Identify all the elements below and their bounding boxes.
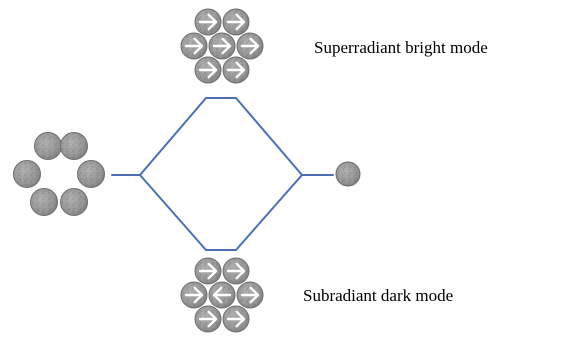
arrow-right-icon [198,61,218,79]
particle-disk [13,160,41,188]
particle-disk [194,8,222,36]
particle-disk [222,8,250,36]
lower-right-line [235,174,303,251]
particle-disk [180,32,208,60]
arrow-right-icon [240,37,260,55]
arrow-right-icon [240,286,260,304]
arrow-right-icon [212,37,232,55]
upper-right-line [235,97,303,176]
energy-level-connectors [111,97,334,251]
particle-disk [77,160,105,188]
arrow-right-icon [226,310,246,328]
particle-disk [180,281,208,309]
arrow-right-icon [226,262,246,280]
dark-mode-cluster [180,257,264,333]
arrow-right-icon [226,13,246,31]
monomer-particle [335,161,361,187]
arrow-right-icon [198,13,218,31]
dark-mode-label: Subradiant dark mode [303,286,454,305]
lower-left-line [139,174,207,251]
particle-disk [208,32,236,60]
particle-disk [30,188,58,216]
arrow-right-icon [226,61,246,79]
particle-disk [335,161,361,187]
hexamer-cluster [13,132,105,216]
particle-disk [194,56,222,84]
particle-disk [60,188,88,216]
particle-disk [236,281,264,309]
particle-disk [194,257,222,285]
particle-clusters [13,8,361,333]
arrow-right-icon [198,262,218,280]
bright-mode-cluster [180,8,264,84]
particle-disk [34,132,62,160]
upper-left-line [139,97,207,176]
arrow-right-icon [184,286,204,304]
particle-disk [60,132,88,160]
bright-mode-label: Superradiant bright mode [314,38,488,57]
arrow-right-icon [184,37,204,55]
arrow-right-icon [198,310,218,328]
particle-disk [194,305,222,333]
particle-disk [222,305,250,333]
particle-disk [208,281,236,309]
arrow-left-icon [212,286,232,304]
particle-disk [236,32,264,60]
particle-disk [222,56,250,84]
particle-disk [222,257,250,285]
